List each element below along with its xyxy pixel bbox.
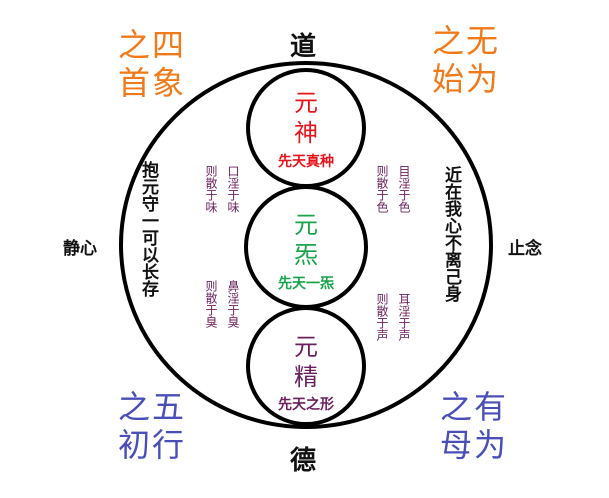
outer-circle: [119, 61, 493, 429]
pole-top-label: 道: [290, 32, 317, 62]
corner-top-right-line1: 之无: [432, 22, 501, 60]
inner-bottom-line1: 元: [294, 333, 318, 361]
upper-left-column-b: 口淫于味: [226, 165, 240, 213]
upper-left-column-a: 则散于味: [204, 165, 218, 213]
inner-bottom-subtitle: 先天之形: [278, 397, 334, 413]
corner-bottom-left-line2: 初行: [118, 426, 187, 464]
inner-top-subtitle: 先天真种: [278, 154, 334, 170]
inner-middle-line1: 元: [294, 211, 318, 239]
corner-bottom-right: 之有 母为: [440, 388, 510, 464]
corner-top-left: 之四 首象: [118, 26, 188, 102]
corner-bottom-left-line1: 之五: [118, 388, 187, 426]
left-black-column: 抱元守一可以长存: [138, 161, 158, 297]
upper-right-column-a: 则散于色: [375, 165, 389, 213]
corner-top-left-line2: 首象: [118, 64, 187, 102]
upper-right-column-b: 目淫于色: [397, 165, 411, 213]
corner-bottom-right-line1: 之有: [440, 388, 509, 426]
pole-right-label: 止念: [508, 239, 542, 259]
corner-bottom-left: 之五 初行: [118, 388, 188, 464]
inner-middle-subtitle: 先天一炁: [278, 276, 334, 292]
corner-bottom-right-line2: 母为: [440, 426, 509, 464]
lower-right-column-b: 耳淫于声: [397, 293, 411, 341]
right-black-column: 近在我心不离己身: [441, 166, 461, 302]
corner-top-right-line2: 始为: [432, 60, 501, 98]
inner-top-line2: 神: [294, 119, 318, 147]
inner-top-line1: 元: [294, 89, 318, 117]
lower-left-column-a: 则散于臭: [204, 280, 218, 328]
corner-top-left-line1: 之四: [118, 26, 187, 64]
pole-bottom-label: 德: [290, 446, 317, 476]
inner-middle-line2: 炁: [294, 241, 318, 269]
lower-left-column-b: 鼻淫于臭: [226, 280, 240, 328]
inner-bottom-line2: 精: [294, 363, 318, 391]
inner-circle-bottom: [246, 306, 366, 426]
corner-top-right: 之无 始为: [432, 22, 502, 98]
pole-left-label: 静心: [63, 239, 97, 259]
lower-right-column-a: 则散于声: [375, 293, 389, 341]
